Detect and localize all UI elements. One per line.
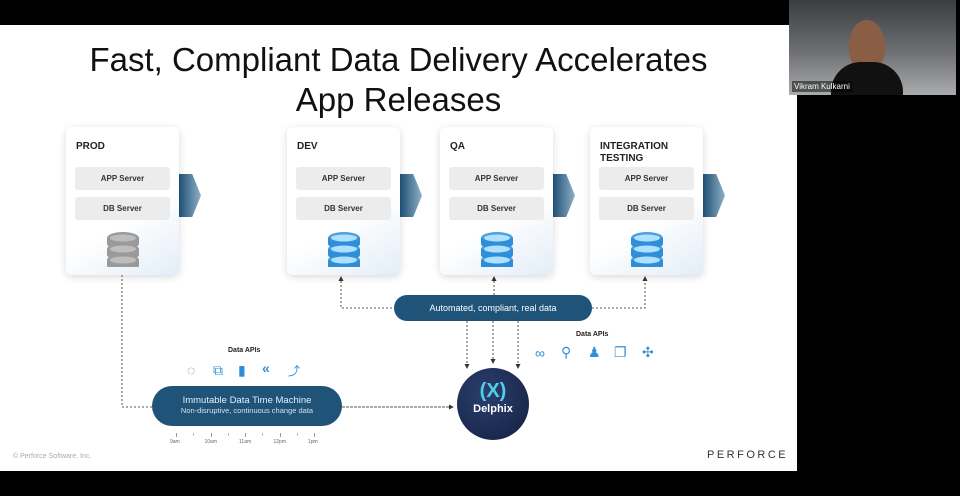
rewind-icon: « [262,360,270,376]
document-split-icon: ❐ [614,344,627,360]
timeline-tick [314,433,315,437]
timeline-minor-tick [193,433,194,436]
share-icon: ⤴ [288,364,301,378]
timeline-tick [245,433,246,437]
environment-card: PROD APP Server DB Server [66,127,201,275]
delphix-symbol-icon: (X) [479,380,507,402]
app-server-box: APP Server [75,167,170,190]
flow-arrow [400,174,422,217]
search-icon: ⚲ [561,344,572,360]
db-server-box: DB Server [449,197,544,220]
database-icon [481,232,513,267]
book-icon: ▮ [238,362,246,378]
environment-label: QA [450,141,465,152]
delphix-label: Delphix [473,403,513,415]
perforce-logo: PERFORCE [707,449,789,461]
environment-card: DEV APP Server DB Server [287,127,422,275]
timeline-label: 12pm [273,439,287,445]
environment-label: DEV [297,141,318,152]
timeline-minor-tick [262,433,263,436]
automated-data-pill: Automated, compliant, real data [394,295,592,321]
flow-arrow [703,174,725,217]
timeline-minor-tick [227,433,229,436]
presentation-slide: Fast, Compliant Data Delivery Accelerate… [0,25,797,471]
data-apis-right-label: Data APIs [576,331,609,338]
environment-label: INTEGRATION TESTING [600,141,669,164]
environment-card: QA APP Server DB Server [440,127,575,275]
time-machine-pill: Immutable Data Time Machine Non-disrupti… [152,386,342,426]
time-machine-subtitle: Non-disruptive, continuous change data [180,406,314,415]
database-icon [631,232,663,267]
title-line-2: App Releases [295,81,502,118]
network-icon: ✣ [642,344,654,360]
database-icon [328,232,360,267]
delphix-logo: (X) Delphix [457,368,529,440]
hierarchy-icon: ♟ [588,344,601,360]
participant-name: Vikram Kulkarni [792,81,852,92]
time-machine-title: Immutable Data Time Machine [182,395,312,406]
timeline-tick [176,433,177,437]
copy-icon: ⧉ [213,362,223,378]
db-server-box: DB Server [75,197,170,220]
app-server-box: APP Server [449,167,544,190]
timeline-tick [210,433,212,437]
timeline-label: 11am [239,439,252,445]
timeline-tick [279,433,281,437]
data-apis-left-label: Data APIs [228,347,261,354]
slide-title: Fast, Compliant Data Delivery Accelerate… [0,40,797,120]
title-line-1: Fast, Compliant Data Delivery Accelerate… [89,41,708,78]
connector-lines [121,275,648,410]
copyright: © Perforce Software, Inc. [13,453,92,460]
webcam-thumbnail[interactable]: Vikram Kulkarni [789,0,956,95]
environment-label: PROD [76,141,105,152]
db-server-box: DB Server [296,197,391,220]
database-icon [107,232,139,267]
timeline-label: 9am [170,439,180,445]
mask-icon: ∞ [535,345,545,361]
db-server-box: DB Server [599,197,694,220]
timeline-minor-tick [296,433,298,436]
flow-arrow [553,174,575,217]
flow-arrow [179,174,201,217]
timeline-label: 1pm [308,439,318,445]
sync-icon: ◌ [187,362,196,378]
app-server-box: APP Server [599,167,694,190]
environment-card: INTEGRATION TESTING APP Server DB Server [590,127,725,275]
app-server-box: APP Server [296,167,391,190]
timeline-label: 10am [204,439,218,445]
